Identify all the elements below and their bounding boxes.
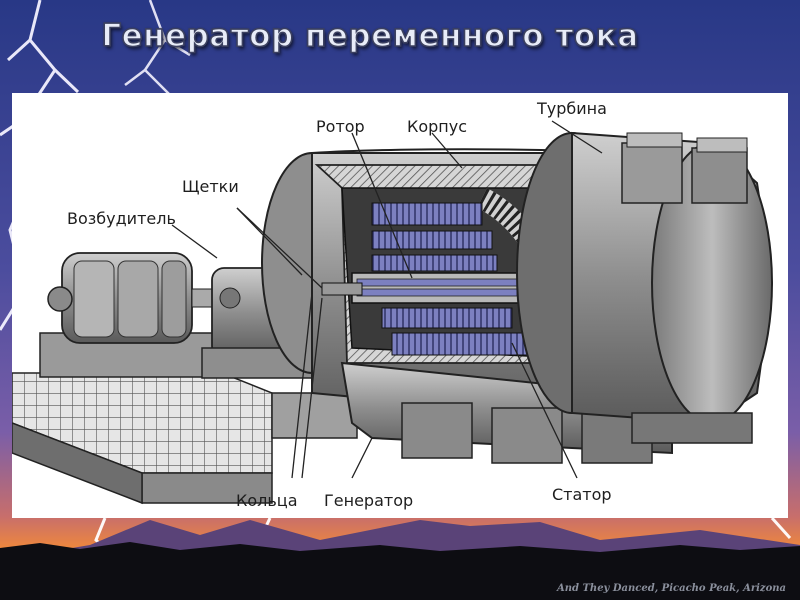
leader-lines xyxy=(171,120,603,479)
exciter-unit xyxy=(39,252,231,378)
label-brushes: Щетки xyxy=(182,177,239,196)
label-turbine: Турбина xyxy=(537,99,607,118)
diagram-panel: Ротор Корпус Турбина Щетки Возбудитель К… xyxy=(12,93,788,518)
photo-caption: And They Danced, Picacho Peak, Arizona xyxy=(556,583,786,594)
rotor xyxy=(321,272,523,304)
label-rotor: Ротор xyxy=(316,117,365,136)
label-housing: Корпус xyxy=(407,117,468,136)
stator-windings xyxy=(371,202,533,356)
label-exciter: Возбудитель xyxy=(67,209,176,228)
slide-title: Генератор переменного тока xyxy=(101,17,639,55)
label-stator: Статор xyxy=(552,485,612,504)
foundation xyxy=(12,372,273,505)
label-rings: Кольца xyxy=(236,491,298,510)
turbine-unit xyxy=(516,131,774,444)
ground-silhouette xyxy=(0,542,800,600)
label-generator: Генератор xyxy=(324,491,414,510)
generator-diagram xyxy=(12,120,774,505)
